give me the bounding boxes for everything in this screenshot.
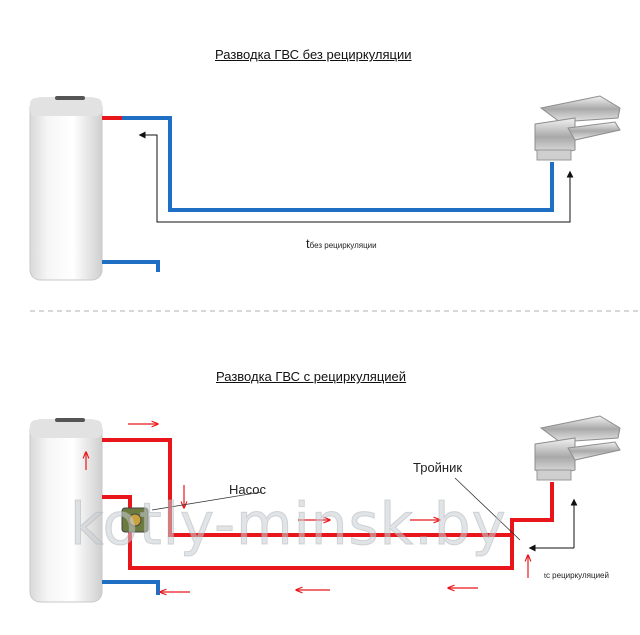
circulation-pump <box>121 507 149 533</box>
water-heater-tank-2 <box>29 418 103 603</box>
pump-label: Насос <box>229 482 266 497</box>
recirculation-return-line <box>128 530 514 570</box>
time-symbol-1: t <box>306 236 310 251</box>
time-label-without-recirculation: tбез рециркуляции <box>306 236 377 251</box>
cold-inlet-pipe-1 <box>102 260 160 272</box>
tee-label: Тройник <box>413 460 463 475</box>
hot-water-line-1 <box>122 116 554 212</box>
pump-leader-line <box>151 491 263 511</box>
time-symbol-2: t <box>544 573 546 580</box>
title-without-recirculation: Разводка ГВС без рециркуляции <box>215 47 412 62</box>
time-subscript-2: с рециркуляцией <box>545 571 609 580</box>
flow-arrows <box>86 424 528 592</box>
faucet-2 <box>534 415 621 481</box>
title-with-recirculation: Разводка ГВС с рециркуляцией <box>216 369 407 384</box>
diagram-without-recirculation <box>29 95 621 281</box>
diagram-with-recirculation <box>29 415 621 603</box>
watermark: kotly-minsk.by <box>70 490 507 559</box>
cold-inlet-pipe-2 <box>102 580 160 595</box>
time-subscript-1: без рециркуляции <box>309 241 377 250</box>
faucet-1 <box>534 95 621 161</box>
tee-leader-line <box>454 477 521 541</box>
time-label-with-recirculation: tс рециркуляцией <box>544 566 609 581</box>
water-heater-tank-1 <box>29 96 103 281</box>
